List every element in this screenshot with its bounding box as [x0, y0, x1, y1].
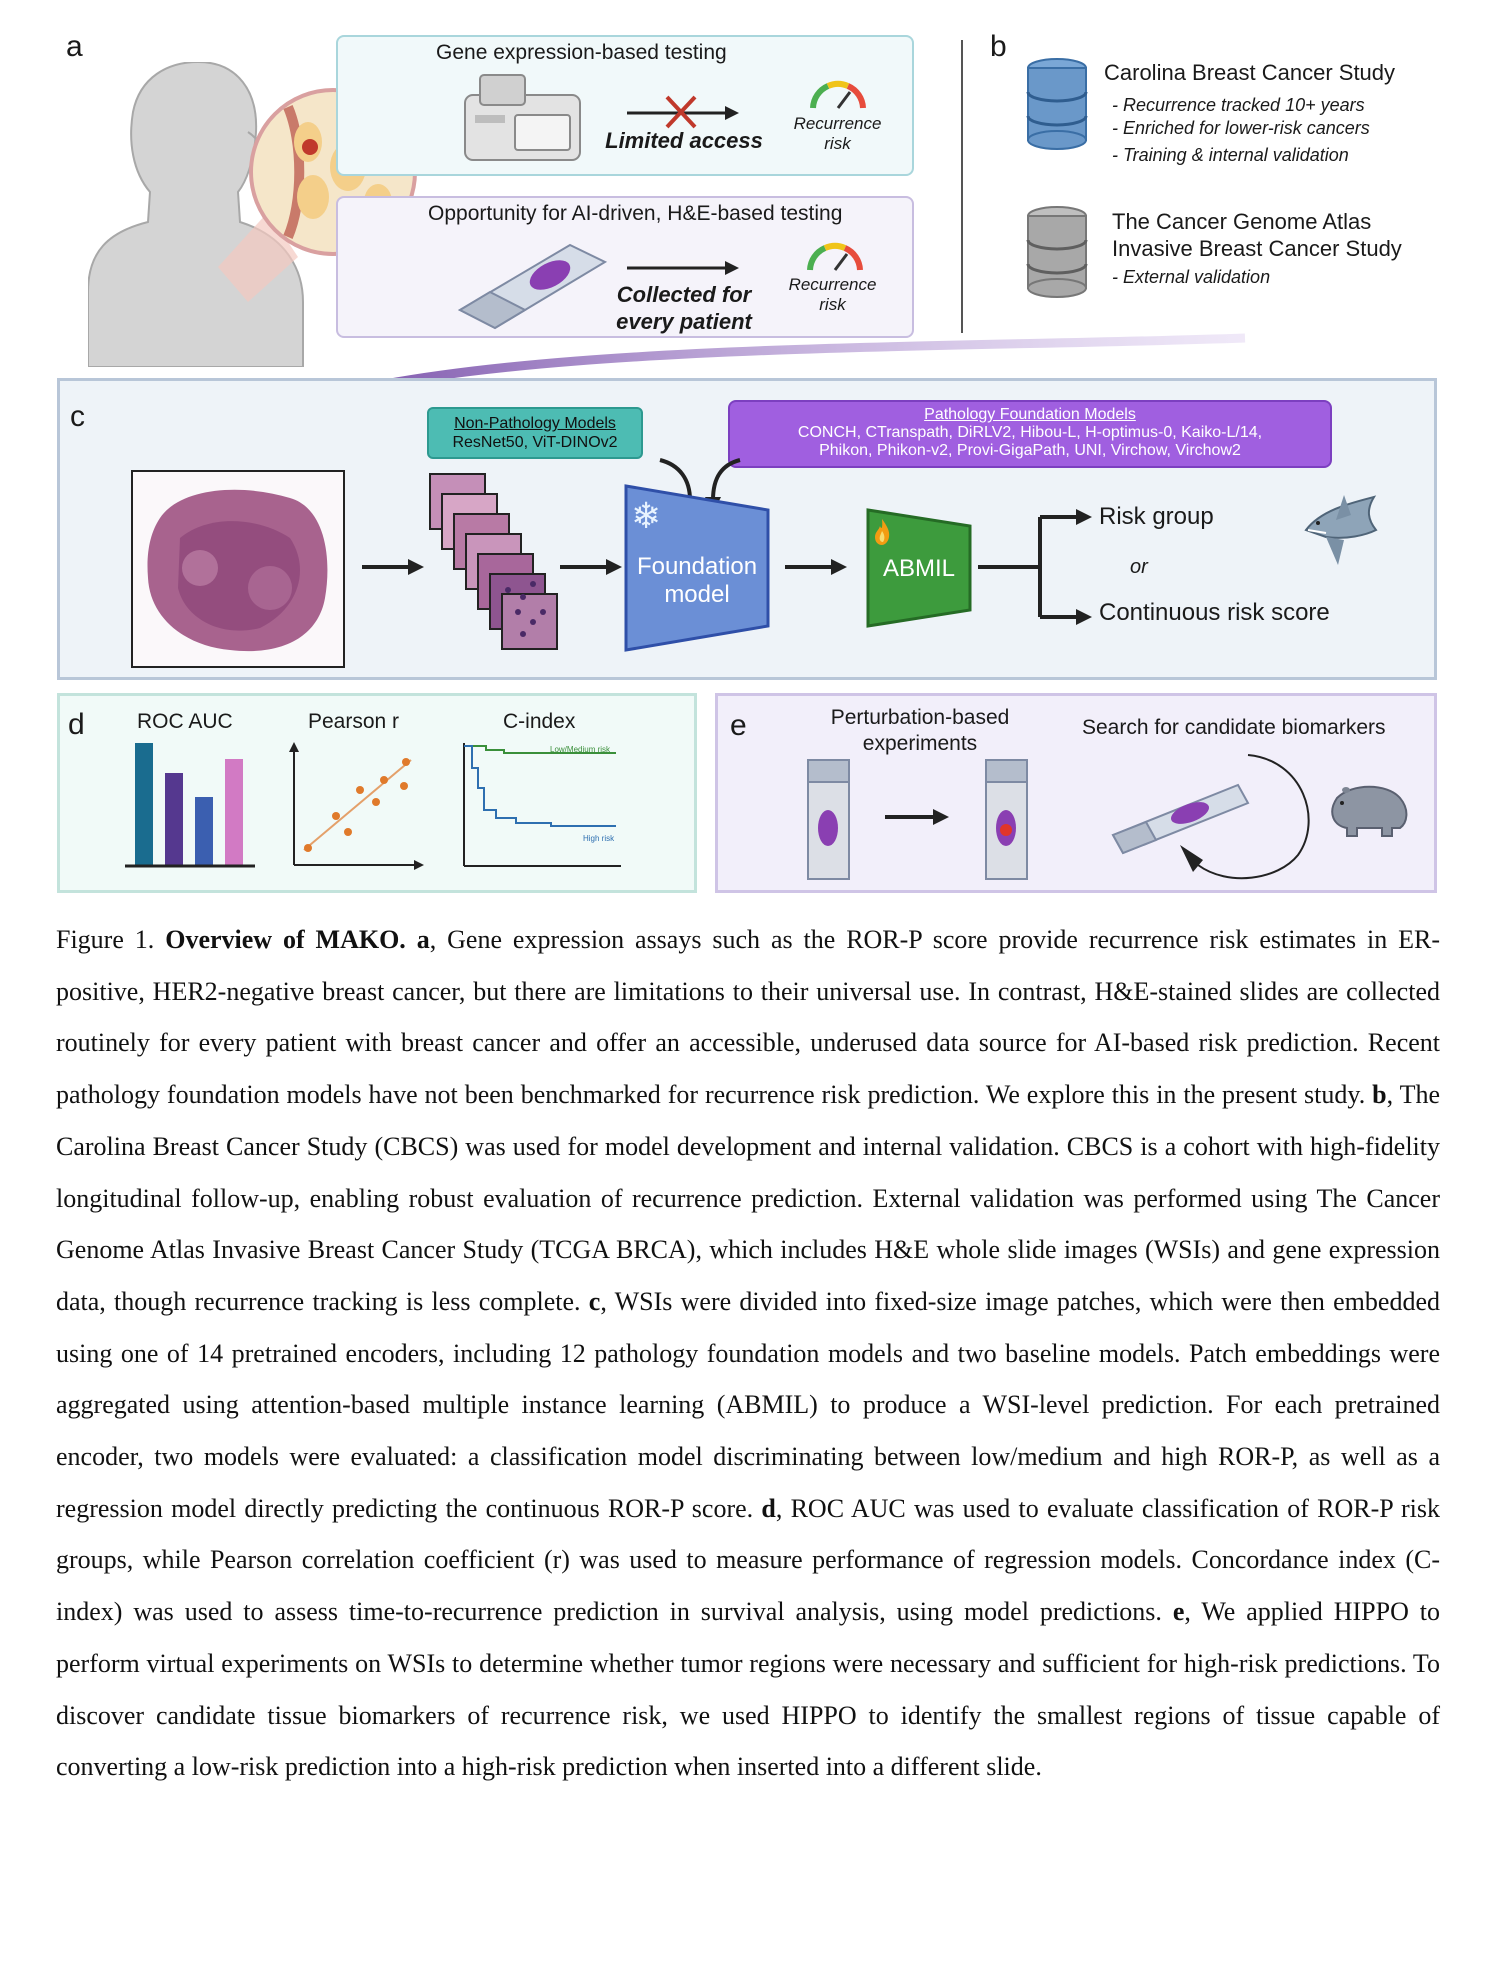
non-pathology-title: Non-Pathology Models: [429, 414, 641, 433]
arrow-icon: [362, 557, 424, 577]
shark-icon: [1296, 485, 1386, 570]
slide-before-icon: [806, 758, 851, 881]
hippo-icon: [1322, 778, 1412, 838]
database-icon-gray: [1026, 206, 1088, 298]
output-branch-arrows: [978, 505, 1093, 630]
database-icon-blue: [1026, 58, 1088, 150]
caption-letter-a: a: [417, 925, 430, 954]
non-pathology-models-box: Non-Pathology Models ResNet50, ViT-DINOv…: [427, 407, 643, 459]
panel-b-label: b: [990, 30, 1007, 64]
recurrence-risk-label-1: Recurrence risk: [780, 114, 895, 154]
collected-label: Collected for every patient: [596, 281, 772, 335]
caption-letter-e: e: [1173, 1597, 1185, 1626]
cbcs-title: Carolina Breast Cancer Study: [1104, 60, 1395, 86]
recurrence-risk-label-2: Recurrence risk: [775, 275, 890, 315]
pathology-foundation-list-2: Phikon, Phikon-v2, Provi-GigaPath, UNI, …: [730, 442, 1330, 460]
continuous-risk-label: Continuous risk score: [1099, 599, 1330, 627]
flame-icon: [873, 518, 891, 546]
he-opportunity-title: Opportunity for AI-driven, H&E-based tes…: [428, 202, 842, 226]
divider-line: [961, 40, 963, 333]
panel-c-label: c: [70, 400, 85, 434]
perturbation-line1: Perturbation-based: [800, 705, 1040, 731]
cbcs-item: - Training & internal validation: [1112, 144, 1349, 166]
roc-auc-title: ROC AUC: [137, 710, 233, 734]
foundation-label-line2: model: [624, 581, 770, 609]
limited-access-label: Limited access: [596, 127, 772, 154]
arrow-icon: [560, 557, 622, 577]
or-label: or: [1130, 556, 1148, 579]
cbcs-item: - Enriched for lower-risk cancers: [1112, 117, 1370, 139]
caption-letter-d: d: [761, 1494, 775, 1523]
slide-icon: [455, 240, 610, 330]
pearson-title: Pearson r: [308, 710, 399, 734]
patch-stack-icon: [428, 472, 563, 667]
snowflake-icon: ❄: [631, 496, 661, 537]
bar-4: [225, 759, 243, 865]
low-medium-risk-label: Low/Medium risk: [550, 745, 610, 754]
cindex-title: C-index: [503, 710, 575, 734]
pathology-foundation-title: Pathology Foundation Models: [730, 406, 1330, 424]
abmil-label: ABMIL: [866, 555, 972, 583]
caption-letter-b: b: [1372, 1080, 1386, 1109]
bar-2: [165, 773, 183, 865]
bar-3: [195, 797, 213, 865]
panel-d-label: d: [68, 708, 85, 742]
pathology-foundation-list-1: CONCH, CTranspath, DiRLV2, Hibou-L, H-op…: [730, 424, 1330, 442]
figure-number: Figure 1.: [56, 925, 154, 954]
foundation-model-label: Foundation model: [624, 553, 770, 609]
panel-e-label: e: [730, 709, 747, 743]
non-pathology-list: ResNet50, ViT-DINOv2: [429, 433, 641, 452]
arrow-icon: [885, 807, 950, 827]
figure-title: Overview of MAKO.: [165, 925, 406, 954]
perturbation-label: Perturbation-based experiments: [800, 705, 1040, 757]
gene-expression-title: Gene expression-based testing: [436, 41, 727, 65]
figure-caption: Figure 1. Overview of MAKO. a, Gene expr…: [56, 914, 1440, 1793]
tcga-item: - External validation: [1112, 266, 1270, 288]
pearson-scatter-icon: [286, 740, 426, 872]
arrow-icon: [625, 258, 740, 278]
caption-text-b: , The Carolina Breast Cancer Study (CBCS…: [56, 1080, 1440, 1316]
panel-a-label: a: [66, 30, 83, 64]
tcga-title-line2: Invasive Breast Cancer Study: [1112, 236, 1402, 262]
high-risk-label: High risk: [583, 834, 614, 843]
cindex-km-icon: [456, 738, 626, 870]
cbcs-item: - Recurrence tracked 10+ years: [1112, 94, 1365, 116]
sequencer-machine-icon: [460, 70, 585, 165]
roc-bar-icon: [120, 735, 260, 870]
tcga-title-line1: The Cancer Genome Atlas: [1112, 209, 1371, 235]
perturbation-line2: experiments: [800, 731, 1040, 757]
bar-1: [135, 743, 153, 865]
search-biomarkers-label: Search for candidate biomarkers: [1082, 716, 1386, 740]
caption-text-c: , WSIs were divided into fixed-size imag…: [56, 1287, 1440, 1523]
risk-gauge-icon-2: [805, 240, 865, 272]
slide-after-icon: [984, 758, 1029, 881]
risk-group-label: Risk group: [1099, 503, 1214, 531]
risk-gauge-icon: [808, 78, 868, 110]
search-slide-icon: [1108, 745, 1318, 890]
arrow-icon: [785, 557, 847, 577]
pathology-foundation-models-box: Pathology Foundation Models CONCH, CTran…: [728, 400, 1332, 468]
wsi-tissue-image: [140, 478, 336, 660]
foundation-label-line1: Foundation: [624, 553, 770, 581]
caption-letter-c: c: [589, 1287, 601, 1316]
